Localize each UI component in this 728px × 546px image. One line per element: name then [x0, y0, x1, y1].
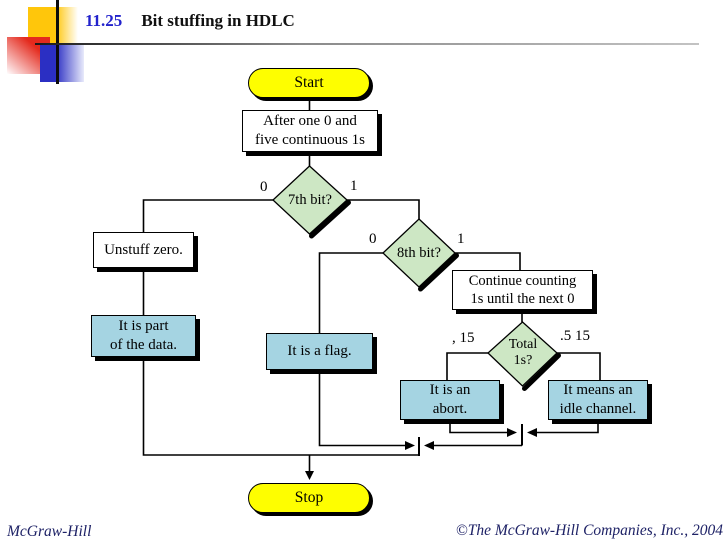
branch-label-total-low: , 15	[452, 330, 475, 346]
part-line1: It is part	[118, 318, 169, 335]
continue-line1: Continue counting	[468, 272, 577, 289]
total-line1: Total	[508, 337, 538, 352]
branch-label-d8-0: 0	[369, 231, 377, 247]
arrowhead-abort-right-icon	[507, 428, 517, 437]
node-part-of-data: It is part of the data.	[91, 315, 196, 357]
branch-label-d8-1: 1	[457, 231, 465, 247]
line-d7-0-to-unstuff	[142, 199, 273, 232]
node-it-is-an-abort: It is an abort.	[400, 380, 500, 420]
idle-line2: idle channel.	[559, 401, 637, 417]
line-idle-to-merge1	[537, 420, 599, 434]
node-stop: Stop	[248, 483, 370, 513]
node-start: Start	[248, 68, 370, 98]
header: 11.25 Bit stuffing in HDLC	[85, 11, 295, 31]
after-line2: five continuous 1s	[255, 132, 365, 148]
arrowhead-stop-down-icon	[305, 471, 314, 480]
line-part-to-rail	[142, 357, 419, 456]
line-d8-0-to-flag	[318, 252, 383, 333]
arrowhead-merge1-left-icon	[424, 441, 434, 450]
slide-number: 11.25	[85, 11, 123, 30]
line-total-high-to-idle	[557, 352, 601, 380]
page-title: Bit stuffing in HDLC	[141, 11, 295, 30]
branch-label-d7-1: 1	[350, 178, 358, 194]
arrowhead-flag-right-icon	[405, 441, 415, 450]
diamond-label-total: Total 1s?	[492, 337, 554, 368]
after-line1: After one 0 and	[263, 113, 357, 130]
abort-line2: abort.	[432, 401, 468, 417]
total-line2: 1s?	[513, 352, 533, 368]
stop-label: Stop	[294, 489, 324, 507]
header-rule	[35, 43, 699, 45]
node-unstuff-zero: Unstuff zero.	[93, 232, 194, 268]
diamond-label-7th-bit: 7th bit?	[288, 192, 332, 208]
footer-copyright: ©The McGraw-Hill Companies, Inc., 2004	[455, 522, 723, 539]
line-total-low-to-abort	[446, 352, 488, 380]
deco-vertical-line	[56, 0, 59, 84]
diamond-label-8th-bit: 8th bit?	[397, 245, 441, 261]
deco-square-blue	[40, 43, 84, 82]
abort-line1: It is an	[429, 382, 471, 399]
line-d7-1-to-d8	[347, 199, 420, 219]
part-line2: of the data.	[109, 337, 178, 353]
arrowhead-idle-left-icon	[527, 428, 537, 437]
node-after-one-0: After one 0 and five continuous 1s	[242, 110, 378, 152]
branch-label-total-high: .5 15	[560, 328, 590, 344]
node-continue-counting: Continue counting 1s until the next 0	[452, 270, 593, 310]
footer-publisher: McGraw-Hill	[7, 523, 92, 540]
start-label: Start	[294, 74, 324, 92]
branch-label-d7-0: 0	[260, 179, 268, 195]
arrowheads	[305, 428, 537, 480]
flag-label: It is a flag.	[287, 343, 352, 360]
line-d8-1-to-continue	[455, 252, 521, 270]
node-idle-channel: It means an idle channel.	[548, 380, 648, 420]
line-abort-to-merge1	[449, 420, 507, 434]
line-flag-to-merge2	[318, 370, 405, 447]
continue-line2: 1s until the next 0	[470, 291, 575, 307]
node-it-is-a-flag: It is a flag.	[266, 333, 373, 370]
unstuff-label: Unstuff zero.	[104, 241, 183, 258]
idle-line1: It means an	[563, 382, 633, 399]
